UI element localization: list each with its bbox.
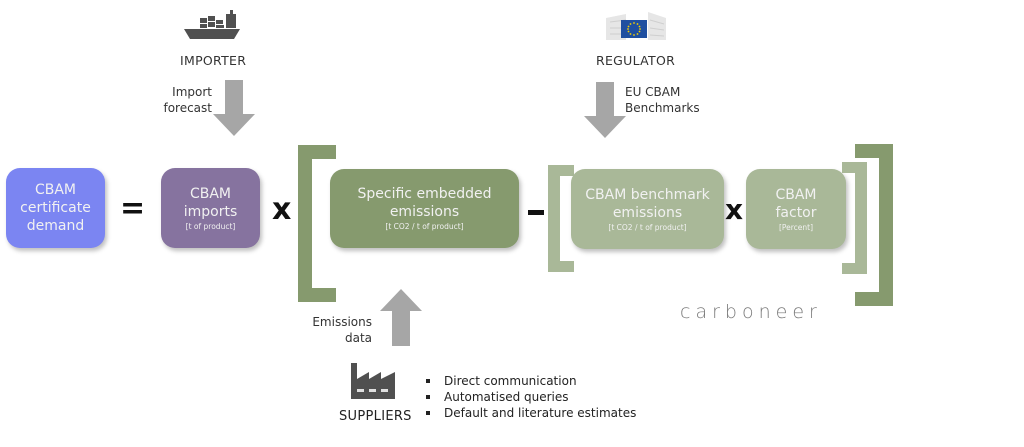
embedded-line-2: emissions [389, 204, 460, 220]
cbam-benchmark-emissions-box: CBAM benchmark emissions [t CO2 / t of p… [571, 169, 724, 249]
benchmark-unit: [t CO2 / t of product] [608, 222, 687, 232]
list-item: Direct communication [424, 373, 636, 389]
down-arrow-icon [584, 82, 628, 140]
eu-cbam-benchmarks-line-2: Benchmarks [625, 101, 700, 115]
benchmark-line-2: emissions [612, 204, 683, 221]
factor-unit: [Percent] [778, 222, 814, 232]
demand-line-3: demand [26, 218, 85, 234]
cbam-imports-box: CBAM imports [t of product] [161, 168, 260, 248]
supplier-data-sources-list: Direct communication Automatised queries… [424, 373, 636, 421]
emissions-data-label: Emissions data [306, 314, 372, 346]
eu-commission-icon [604, 10, 668, 42]
factor-line-2: factor [775, 204, 817, 221]
demand-line-2: certificate [20, 200, 91, 216]
inner-bracket-left [548, 165, 574, 272]
demand-line-1: CBAM [34, 182, 77, 198]
multiply-operator: x [272, 192, 292, 227]
equals-operator: = [120, 191, 146, 226]
carboneer-logo-text: carboneer [680, 301, 822, 323]
multiply-operator: x [725, 193, 744, 226]
inner-bracket-right [842, 162, 867, 274]
embedded-line-1: Specific embedded [357, 186, 492, 202]
suppliers-label: SUPPLIERS [339, 409, 412, 424]
importer-label: IMPORTER [180, 53, 247, 68]
imports-unit: [t of product] [185, 221, 236, 231]
outer-bracket-right [855, 144, 893, 306]
list-item: Automatised queries [424, 389, 636, 405]
factory-icon [349, 363, 397, 399]
imports-line-2: imports [183, 203, 238, 220]
factor-line-1: CBAM [775, 186, 817, 203]
import-forecast-line-1: Import [172, 85, 212, 99]
regulator-label: REGULATOR [596, 53, 676, 68]
emissions-data-line-2: data [344, 331, 372, 345]
cbam-certificate-demand-box: CBAM certificate demand [6, 168, 105, 248]
emissions-data-line-1: Emissions [312, 315, 372, 329]
import-forecast-label: Import forecast [158, 84, 212, 116]
imports-line-1: CBAM [189, 185, 232, 202]
list-item: Default and literature estimates [424, 405, 636, 421]
eu-cbam-benchmarks-line-1: EU CBAM [625, 85, 681, 99]
cargo-ship-icon [184, 8, 240, 40]
eu-cbam-benchmarks-label: EU CBAM Benchmarks [625, 84, 700, 116]
cbam-factor-box: CBAM factor [Percent] [746, 169, 846, 249]
specific-embedded-emissions-box: Specific embedded emissions [t CO2 / t o… [330, 169, 519, 248]
benchmark-line-1: CBAM benchmark [585, 186, 710, 203]
down-arrow-icon [213, 80, 257, 138]
embedded-unit: [t CO2 / t of product] [385, 222, 464, 231]
minus-operator [528, 210, 544, 215]
outer-bracket-left [298, 145, 336, 302]
up-arrow-icon [380, 289, 424, 347]
import-forecast-line-2: forecast [163, 101, 212, 115]
